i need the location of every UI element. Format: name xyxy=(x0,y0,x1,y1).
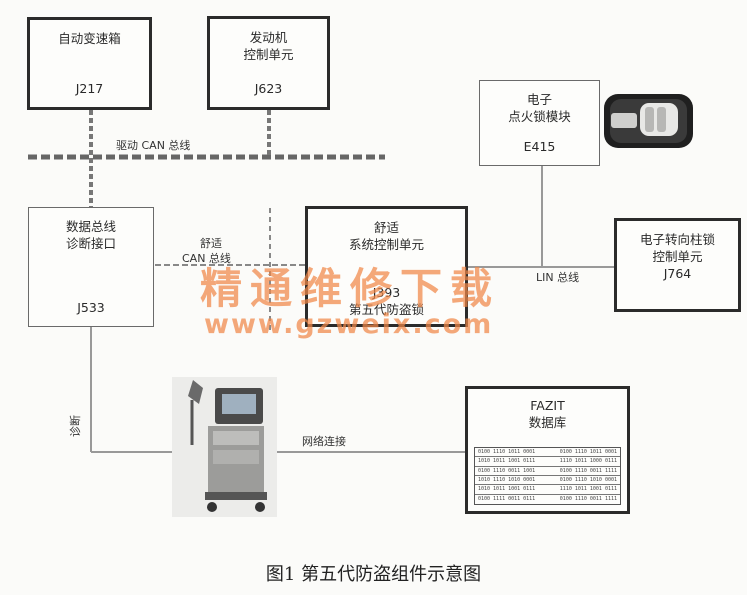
steering-lock-name-line1: 电子转向柱锁 xyxy=(639,232,715,247)
fazit-data-row: 0100 1110 0011 1001 0100 1110 0011 1111 xyxy=(475,467,620,476)
comfort-name-line2: 系统控制单元 xyxy=(348,237,424,252)
gateway-name-line2: 诊断接口 xyxy=(65,236,116,251)
fazit-data-row: 1010 1011 1001 0111 1110 1011 1000 0111 xyxy=(475,457,620,467)
fazit-data-cell: 0100 1111 0011 0111 xyxy=(478,496,536,503)
watermark-title: 精通维修下载 xyxy=(200,264,501,313)
comfort-box: 舒适 系统控制单元 J393 第五代防盗锁 xyxy=(305,206,468,327)
gateway-name-line1: 数据总线 xyxy=(65,219,116,234)
fazit-data-cell: 0100 1110 1011 0001 xyxy=(559,449,617,456)
gateway-code: J533 xyxy=(77,300,105,315)
engine-code: J623 xyxy=(254,81,283,96)
ignition-box: 电子 点火锁模块 E415 xyxy=(479,80,600,166)
steering-lock-name-line2: 控制单元 xyxy=(652,249,703,264)
transmission-code: J217 xyxy=(75,81,104,96)
engine-name-line2: 控制单元 xyxy=(243,47,294,62)
transmission-name: 自动变速箱 xyxy=(58,31,121,46)
fazit-data-cell: 1010 1011 1001 0111 xyxy=(478,486,536,493)
car-key-image xyxy=(604,94,693,148)
comfort-can-label-line2: CAN 总线 xyxy=(182,252,231,265)
drive-can-label: 驱动 CAN 总线 xyxy=(116,139,191,152)
fazit-name-line1: FAZIT xyxy=(530,398,565,413)
fazit-data-cell: 1010 1011 1001 0111 xyxy=(478,458,536,465)
fazit-data-cell: 0100 1110 0011 1001 xyxy=(478,467,536,474)
fazit-data-cell: 1010 1110 1010 0001 xyxy=(478,477,536,484)
steering-lock-code: J764 xyxy=(663,266,692,281)
fazit-data-cell: 0100 1110 0011 1111 xyxy=(559,496,617,503)
comfort-code: J393 xyxy=(372,285,401,300)
fazit-data-cell: 0100 1110 0011 1111 xyxy=(559,467,617,474)
engine-name-line1: 发动机 xyxy=(249,30,288,45)
lin-bus-label: LIN 总线 xyxy=(536,271,580,284)
comfort-subtitle: 第五代防盗锁 xyxy=(348,302,424,317)
transmission-box: 自动变速箱 J217 xyxy=(27,17,152,110)
engine-box: 发动机 控制单元 J623 xyxy=(207,16,330,110)
ignition-code: E415 xyxy=(523,139,556,154)
fazit-data-row: 0100 1111 0011 0111 0100 1110 0011 1111 xyxy=(475,495,620,504)
diagnosis-label: 诊断 xyxy=(69,415,82,437)
gateway-box: 数据总线 诊断接口 J533 xyxy=(28,207,154,327)
comfort-can-label-line1: 舒适 xyxy=(200,237,222,250)
fazit-data-row: 1010 1110 1010 0001 0100 1110 1010 0001 xyxy=(475,476,620,486)
fazit-name-line2: 数据库 xyxy=(528,415,567,430)
fazit-data-row: 1010 1011 1001 0111 1110 1011 1001 0111 xyxy=(475,485,620,495)
comfort-name-line1: 舒适 xyxy=(373,220,399,235)
figure-caption: 图1 第五代防盗组件示意图 xyxy=(265,564,482,585)
diagnostic-tester-image xyxy=(172,377,277,517)
ignition-name-line2: 点火锁模块 xyxy=(508,109,571,124)
network-label: 网络连接 xyxy=(302,435,346,448)
ignition-name-line1: 电子 xyxy=(526,92,552,107)
fazit-data-cell: 0100 1110 1010 0001 xyxy=(559,477,617,484)
fazit-data-cell: 1110 1011 1001 0111 xyxy=(559,486,617,493)
fazit-data-cell: 0100 1110 1011 0001 xyxy=(478,449,536,456)
steering-lock-box: 电子转向柱锁 控制单元 J764 xyxy=(614,218,741,312)
fazit-data-row: 0100 1110 1011 0001 0100 1110 1011 0001 xyxy=(475,448,620,458)
fazit-data-cell: 1110 1011 1000 0111 xyxy=(559,458,617,465)
watermark-url: www.gzweix.com xyxy=(204,309,494,340)
